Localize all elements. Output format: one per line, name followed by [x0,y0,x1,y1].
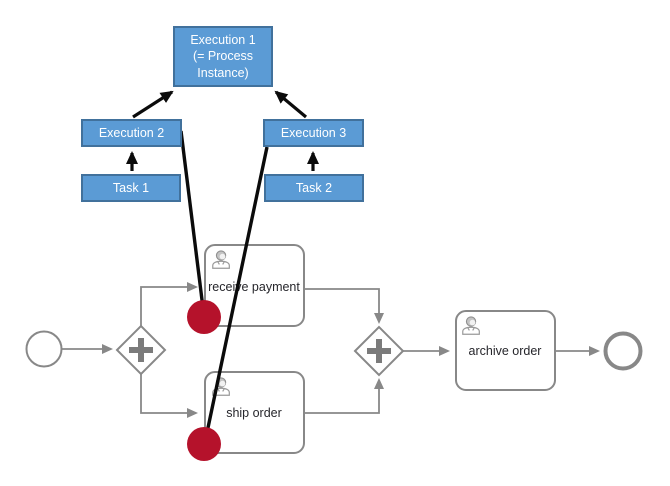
token-on-ship-order [187,427,221,461]
execution3-box: Execution 3 [263,119,364,147]
task1-box: Task 1 [81,174,181,202]
end-event [603,331,643,371]
arrow-execution2-to-execution1 [132,90,174,119]
task2-box: Task 2 [264,174,364,202]
user-icon [212,250,230,269]
task-ship-order-label: ship order [226,406,282,420]
arrow-execution3-to-execution1 [274,90,308,119]
token-on-receive-payment [187,300,221,334]
flow-split-gateway-to-ship-order [140,374,198,418]
flow-split-gateway-to-receive-payment [140,282,198,326]
user-icon [462,316,480,335]
line-execution3-to-token-ship-order [203,146,269,443]
line-execution2-to-token-receive-payment [179,130,206,317]
flow-ship-order-to-join-gateway [304,378,384,414]
plus-icon [129,338,153,362]
start-event [25,330,63,368]
task-archive-order-label: archive order [469,344,542,358]
task-archive-order [455,310,556,391]
flow-receive-payment-to-join-gateway [304,288,384,324]
plus-icon [367,339,391,363]
execution1-box: Execution 1 (= Process Instance) [173,26,273,87]
task-receive-payment-label: receive payment [208,280,300,294]
execution2-box: Execution 2 [81,119,182,147]
